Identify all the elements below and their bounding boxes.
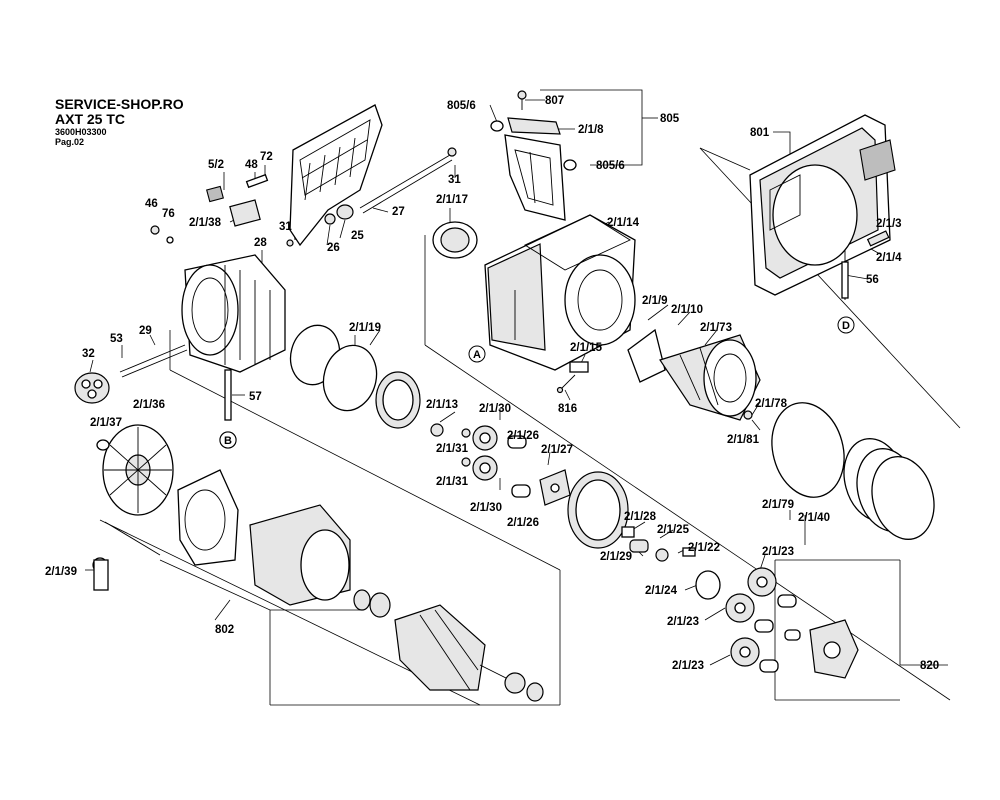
page-number: Pag.02: [55, 137, 85, 147]
callout-2-1-22: 2/1/22: [688, 542, 720, 554]
marker-b: B: [219, 431, 237, 449]
callout-2-1-36: 2/1/36: [133, 399, 165, 411]
callout-820: 820: [920, 660, 939, 672]
callout-28: 28: [254, 237, 267, 249]
callout-56: 56: [866, 274, 879, 286]
callout-807: 807: [545, 95, 564, 107]
part-2-1-28-pinion-parts: [621, 526, 721, 600]
part-802-stator: [177, 469, 391, 618]
callout-5-2: 5/2: [208, 159, 224, 171]
callout-2-1-13: 2/1/13: [426, 399, 458, 411]
callout-2-1-27: 2/1/27: [541, 444, 573, 456]
callout-2-1-78: 2/1/78: [755, 398, 788, 410]
part-motor-housing-rear: [181, 254, 286, 373]
callout-31-top: 31: [448, 174, 461, 186]
shop-title: SERVICE-SHOP.RO: [55, 96, 184, 112]
callout-2-1-30-bot: 2/1/30: [470, 502, 502, 514]
callout-2-1-8: 2/1/8: [578, 124, 604, 136]
callout-31-mid: 31: [279, 221, 292, 233]
callout-2-1-79: 2/1/79: [762, 499, 794, 511]
callout-57: 57: [249, 391, 262, 403]
part-2-1-36-fan: [92, 424, 174, 591]
callout-76: 76: [162, 208, 175, 220]
callout-2-1-19: 2/1/19: [349, 322, 381, 334]
callout-805-6-top: 805/6: [447, 100, 476, 112]
part-805-brush-plate: [490, 90, 577, 221]
callout-2-1-23-c: 2/1/23: [672, 660, 704, 672]
marker-b-label: B: [224, 435, 232, 447]
callout-25: 25: [351, 230, 364, 242]
callout-2-1-81: 2/1/81: [727, 434, 760, 446]
callout-2-1-14: 2/1/14: [607, 217, 640, 229]
callout-805: 805: [660, 113, 680, 125]
callout-2-1-26-top: 2/1/26: [507, 430, 539, 442]
part-820-gear-assembly: [725, 567, 859, 679]
callout-2-1-10: 2/1/10: [671, 304, 703, 316]
part-number: 3600H03300: [55, 127, 107, 137]
part-blade-guard: [286, 104, 457, 247]
callout-2-1-40: 2/1/40: [798, 512, 830, 524]
marker-d-label: D: [842, 320, 850, 332]
callout-801: 801: [750, 127, 770, 139]
callout-805-6-bot: 805/6: [596, 160, 625, 172]
callout-2-1-24: 2/1/24: [645, 585, 678, 597]
callout-2-1-29: 2/1/29: [600, 551, 632, 563]
part-planet-gears: [461, 425, 571, 506]
callout-72: 72: [260, 151, 273, 163]
callout-2-1-9: 2/1/9: [642, 295, 668, 307]
callout-2-1-37: 2/1/37: [90, 417, 122, 429]
marker-a: A: [468, 345, 486, 363]
callout-2-1-3: 2/1/3: [876, 218, 902, 230]
part-small-switch-parts: [150, 173, 269, 280]
part-armature: [394, 604, 544, 702]
part-801-side-cover: [749, 114, 896, 300]
callout-26: 26: [327, 242, 340, 254]
part-2-1-14-gear-housing: [432, 214, 636, 371]
callout-2-1-15: 2/1/15: [570, 342, 603, 354]
callout-32: 32: [82, 348, 95, 360]
callout-29: 29: [139, 325, 152, 337]
callout-2-1-23-b: 2/1/23: [667, 616, 699, 628]
part-retaining-rings: [289, 324, 444, 437]
callout-2-1-31-bot: 2/1/31: [436, 476, 469, 488]
callout-48: 48: [245, 159, 258, 171]
callout-2-1-25: 2/1/25: [657, 524, 690, 536]
marker-d: D: [837, 316, 855, 334]
callout-2-1-39: 2/1/39: [45, 566, 77, 578]
callout-2-1-30-top: 2/1/30: [479, 403, 511, 415]
marker-a-label: A: [473, 349, 481, 361]
callout-2-1-38: 2/1/38: [189, 217, 222, 229]
callout-27: 27: [392, 206, 405, 218]
callout-816: 816: [558, 403, 577, 415]
part-2-1-40-rings-right: [743, 402, 935, 540]
callout-2-1-28: 2/1/28: [624, 511, 657, 523]
callout-46: 46: [145, 198, 158, 210]
callout-2-1-4: 2/1/4: [876, 252, 902, 264]
callout-53: 53: [110, 333, 123, 345]
callout-802: 802: [215, 624, 234, 636]
callout-2-1-26-bot: 2/1/26: [507, 517, 539, 529]
part-ring-gear: [567, 471, 629, 549]
callout-2-1-73: 2/1/73: [700, 322, 732, 334]
model-title: AXT 25 TC: [55, 111, 126, 127]
callout-labels: 805/6 807 805 2/1/8 805/6 801 5/2 48 72 …: [45, 95, 939, 672]
part-2-1-73-blade-holder: [627, 328, 761, 421]
callout-2-1-23-a: 2/1/23: [762, 546, 794, 558]
part-2-1-15-pin: [556, 361, 589, 394]
callout-2-1-31-top: 2/1/31: [436, 443, 469, 455]
callout-2-1-17: 2/1/17: [436, 194, 468, 206]
